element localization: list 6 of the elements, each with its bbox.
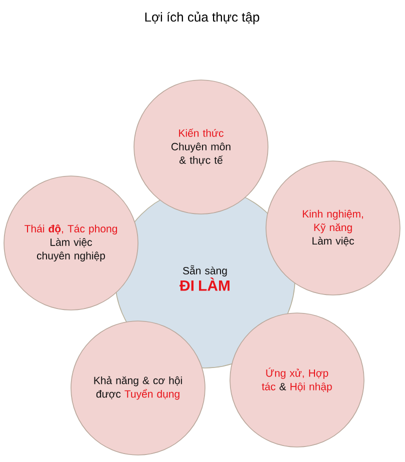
circle-node: Ứng xử, Hợp tác & Hội nhập xyxy=(230,312,364,448)
circle-node: Thái độ, Tác phong Làm việc chuyên nghiệp xyxy=(4,176,138,310)
circle-node: Khả năng & cơ hội được Tuyển dụng xyxy=(70,320,206,456)
title: Lợi ích của thực tập xyxy=(145,12,260,24)
circle-node: Kiến thức Chuyên môn & thực tế xyxy=(134,80,268,214)
circle-node: Kinh nghiệm, Kỹ năng Làm việc xyxy=(266,160,400,296)
